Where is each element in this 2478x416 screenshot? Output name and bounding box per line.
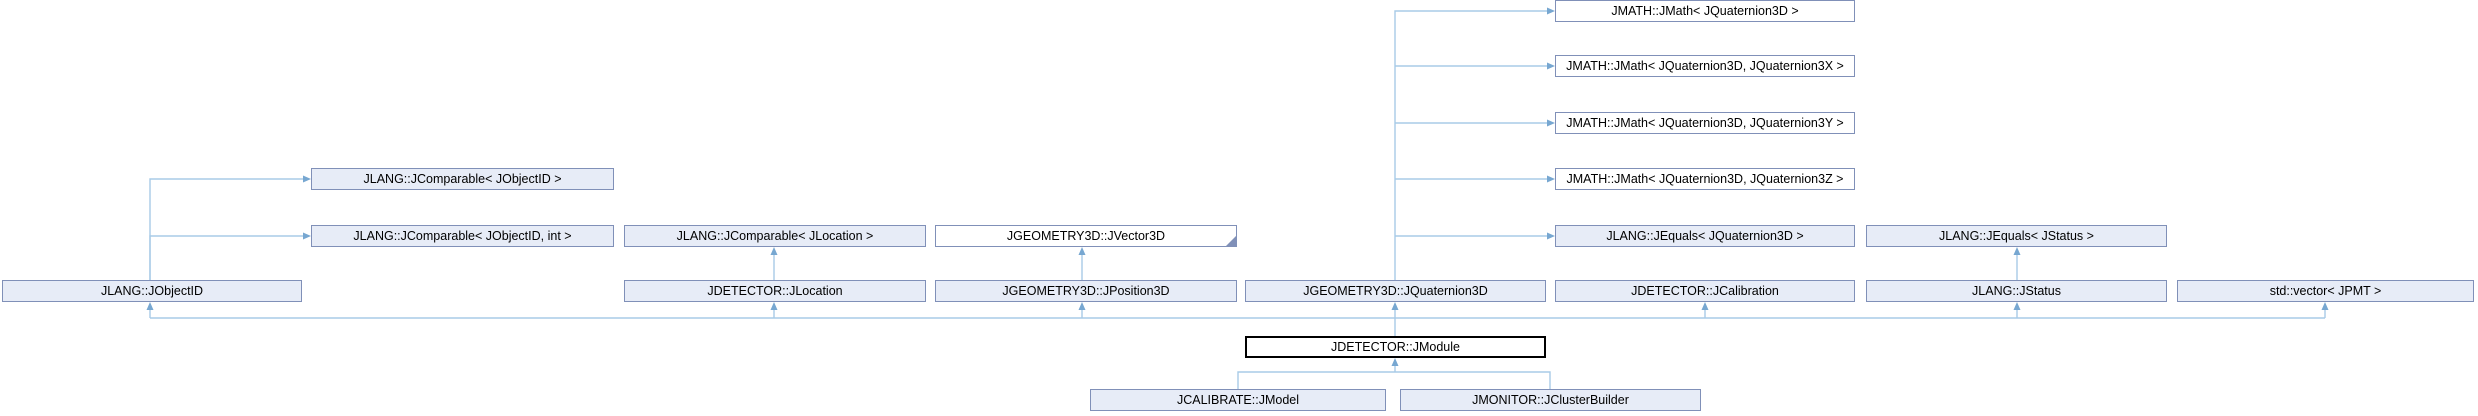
class-node-jlocation[interactable]: JDETECTOR::JLocation xyxy=(624,280,926,302)
arrowhead-jquaternion3d-to-jmath-3 xyxy=(1547,119,1555,127)
class-node-jmath-jquaternion3d-3z[interactable]: JMATH::JMath< JQuaternion3D, JQuaternion… xyxy=(1555,168,1855,190)
arrowhead-jlocation-to-jcomparable-jlocation xyxy=(770,247,778,255)
class-node-jequals-jstatus[interactable]: JLANG::JEquals< JStatus > xyxy=(1866,225,2167,247)
arrowhead-bus-stub-jquaternion3d xyxy=(1391,302,1399,310)
arrowhead-jquaternion3d-to-jequals xyxy=(1547,232,1555,240)
class-node-jmath-jquaternion3d[interactable]: JMATH::JMath< JQuaternion3D > xyxy=(1555,0,1855,22)
class-node-jcomparable-jobjectid[interactable]: JLANG::JComparable< JObjectID > xyxy=(311,168,614,190)
arrowhead-jquaternion3d-to-jmath-2 xyxy=(1547,62,1555,70)
class-node-jobjectid[interactable]: JLANG::JObjectID xyxy=(2,280,302,302)
edge-jquaternion3d-to-jmath-1 xyxy=(1394,10,1548,280)
class-node-jcomparable-jobjectid-int[interactable]: JLANG::JComparable< JObjectID, int > xyxy=(311,225,614,247)
class-node-jmodule: JDETECTOR::JModule xyxy=(1245,336,1546,358)
arrowhead-bus-stub-jobjectid xyxy=(146,302,154,310)
arrowhead-jstatus-to-jequals-jstatus xyxy=(2013,247,2021,255)
class-node-jclusterbuilder[interactable]: JMONITOR::JClusterBuilder xyxy=(1400,389,1701,411)
arrowhead-bus-stub-jcalibration xyxy=(1701,302,1709,310)
arrowhead-bus-stub-jposition3d xyxy=(1078,302,1086,310)
arrowhead-bus-stub-std-vector xyxy=(2321,302,2329,310)
class-node-jcomparable-jlocation[interactable]: JLANG::JComparable< JLocation > xyxy=(624,225,926,247)
class-node-jquaternion3d[interactable]: JGEOMETRY3D::JQuaternion3D xyxy=(1245,280,1546,302)
arrowhead-jquaternion3d-to-jmath-4 xyxy=(1547,175,1555,183)
class-node-jstatus[interactable]: JLANG::JStatus xyxy=(1866,280,2167,302)
truncated-corner-marker xyxy=(1226,236,1236,246)
arrowhead-jobjectid-to-jcomparable-jobjectid xyxy=(303,175,311,183)
arrowhead-jobjectid-to-jcomparable-jobjectid-int xyxy=(303,232,311,240)
arrowhead-bus-stub-jlocation xyxy=(770,302,778,310)
class-node-jposition3d[interactable]: JGEOMETRY3D::JPosition3D xyxy=(935,280,1237,302)
edge-jobjectid-to-jcomparable-jobjectid xyxy=(149,178,304,280)
arrowhead-merge-to-jmodule xyxy=(1391,358,1399,366)
class-node-std-vector-jpmt[interactable]: std::vector< JPMT > xyxy=(2177,280,2474,302)
class-node-jequals-jquaternion3d[interactable]: JLANG::JEquals< JQuaternion3D > xyxy=(1555,225,1855,247)
class-node-jmath-jquaternion3d-3x[interactable]: JMATH::JMath< JQuaternion3D, JQuaternion… xyxy=(1555,55,1855,77)
class-node-jcalibration[interactable]: JDETECTOR::JCalibration xyxy=(1555,280,1855,302)
class-node-jvector3d[interactable]: JGEOMETRY3D::JVector3D xyxy=(935,225,1237,247)
edge-derived-merge xyxy=(1237,371,1551,389)
arrowhead-bus-stub-jstatus xyxy=(2013,302,2021,310)
edge-jobjectid-to-jcomparable-jobjectid-int xyxy=(149,235,304,280)
class-node-jmath-jquaternion3d-3y[interactable]: JMATH::JMath< JQuaternion3D, JQuaternion… xyxy=(1555,112,1855,134)
class-node-jmodel[interactable]: JCALIBRATE::JModel xyxy=(1090,389,1386,411)
arrowhead-jposition3d-to-jvector3d xyxy=(1078,247,1086,255)
arrowhead-jquaternion3d-to-jmath-1 xyxy=(1547,7,1555,15)
